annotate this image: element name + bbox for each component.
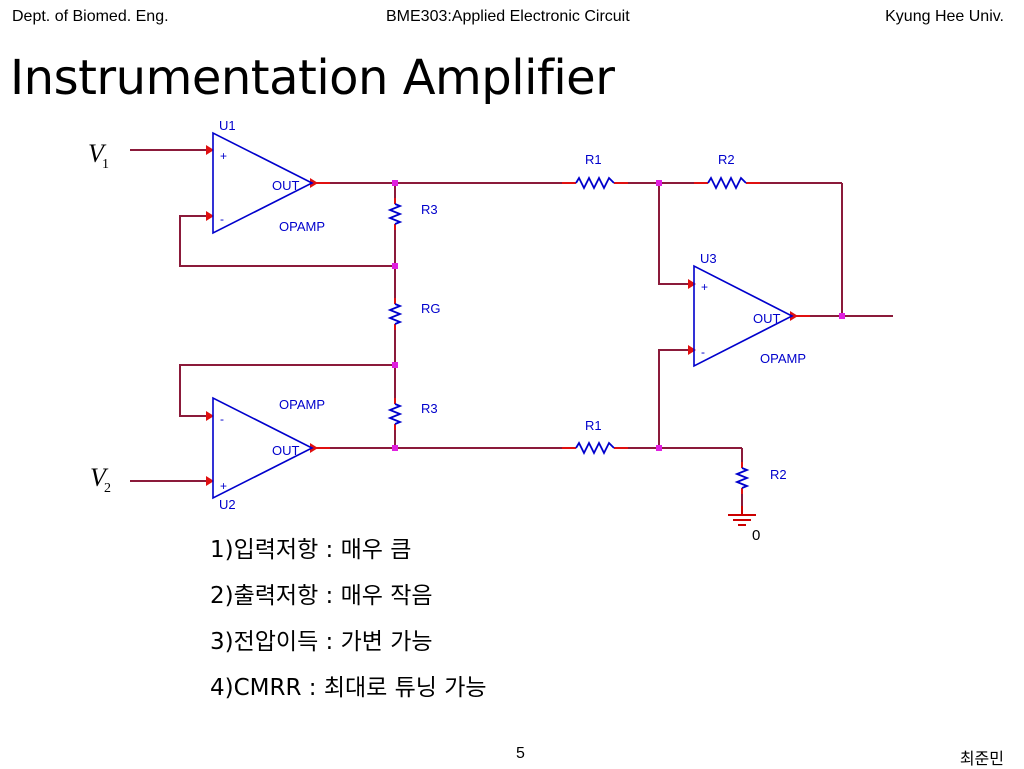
u1-out-label: OUT (272, 178, 300, 193)
opamp-u2-symbol (212, 396, 314, 500)
resistor-r3-bottom (387, 403, 403, 425)
resistor-r2-bottom (734, 467, 750, 489)
u3-minus-label: - (701, 345, 705, 359)
instrumentation-amplifier-schematic: U1 + - OUT OPAMP OPAMP - OUT + U2 U3 + -… (88, 118, 893, 544)
header-department: Dept. of Biomed. Eng. (12, 8, 169, 25)
resistor-r2-top (707, 175, 747, 191)
r3-top-label: R3 (421, 202, 438, 217)
u3-ref-label: U3 (700, 251, 717, 266)
u2-ref-label: U2 (219, 497, 236, 512)
u1-type-label: OPAMP (279, 219, 325, 234)
rg-label: RG (421, 301, 441, 316)
slide-title: Instrumentation Amplifier (10, 50, 615, 106)
wires (130, 149, 893, 506)
author-name: 최준민 (959, 749, 1004, 768)
header-course: BME303:Applied Electronic Circuit (386, 8, 630, 25)
resistor-r3-top (387, 203, 403, 225)
v2-symbol: V (90, 463, 109, 492)
u1-minus-label: - (220, 212, 224, 226)
u2-plus-label: + (220, 479, 227, 493)
u1-ref-label: U1 (219, 118, 236, 133)
page-number: 5 (516, 745, 525, 762)
opamp-u3-symbol (693, 264, 794, 368)
input-arrows (206, 145, 798, 486)
node-dots (392, 180, 845, 451)
u2-type-label: OPAMP (279, 397, 325, 412)
u3-type-label: OPAMP (760, 351, 806, 366)
r2-bottom-label: R2 (770, 467, 787, 482)
bullet-item: 1)입력저항 : 매우 큼 (210, 537, 412, 563)
resistor-r1-bottom (575, 440, 615, 456)
u3-out-label: OUT (753, 311, 781, 326)
v1-subscript: 1 (102, 157, 109, 172)
u2-out-label: OUT (272, 443, 300, 458)
r1-bottom-label: R1 (585, 418, 602, 433)
ground-symbol (728, 506, 756, 526)
resistor-rg (387, 303, 403, 325)
r1-top-label: R1 (585, 152, 602, 167)
r3-bottom-label: R3 (421, 401, 438, 416)
v1-symbol: V (88, 139, 107, 168)
u3-plus-label: + (701, 280, 708, 294)
resistor-r1-top (575, 175, 615, 191)
header-university: Kyung Hee Univ. (885, 8, 1004, 25)
opamp-u1-symbol (212, 131, 314, 235)
u1-plus-label: + (220, 149, 227, 163)
resistor-symbols (387, 175, 750, 489)
bullet-item: 3)전압이득 : 가변 가능 (210, 629, 433, 655)
r2-top-label: R2 (718, 152, 735, 167)
ground-label: 0 (752, 527, 760, 544)
u2-minus-label: - (220, 412, 224, 426)
bullet-item: 4)CMRR : 최대로 튜닝 가능 (210, 675, 487, 701)
v2-subscript: 2 (104, 481, 111, 496)
bullet-item: 2)출력저항 : 매우 작음 (210, 583, 433, 609)
